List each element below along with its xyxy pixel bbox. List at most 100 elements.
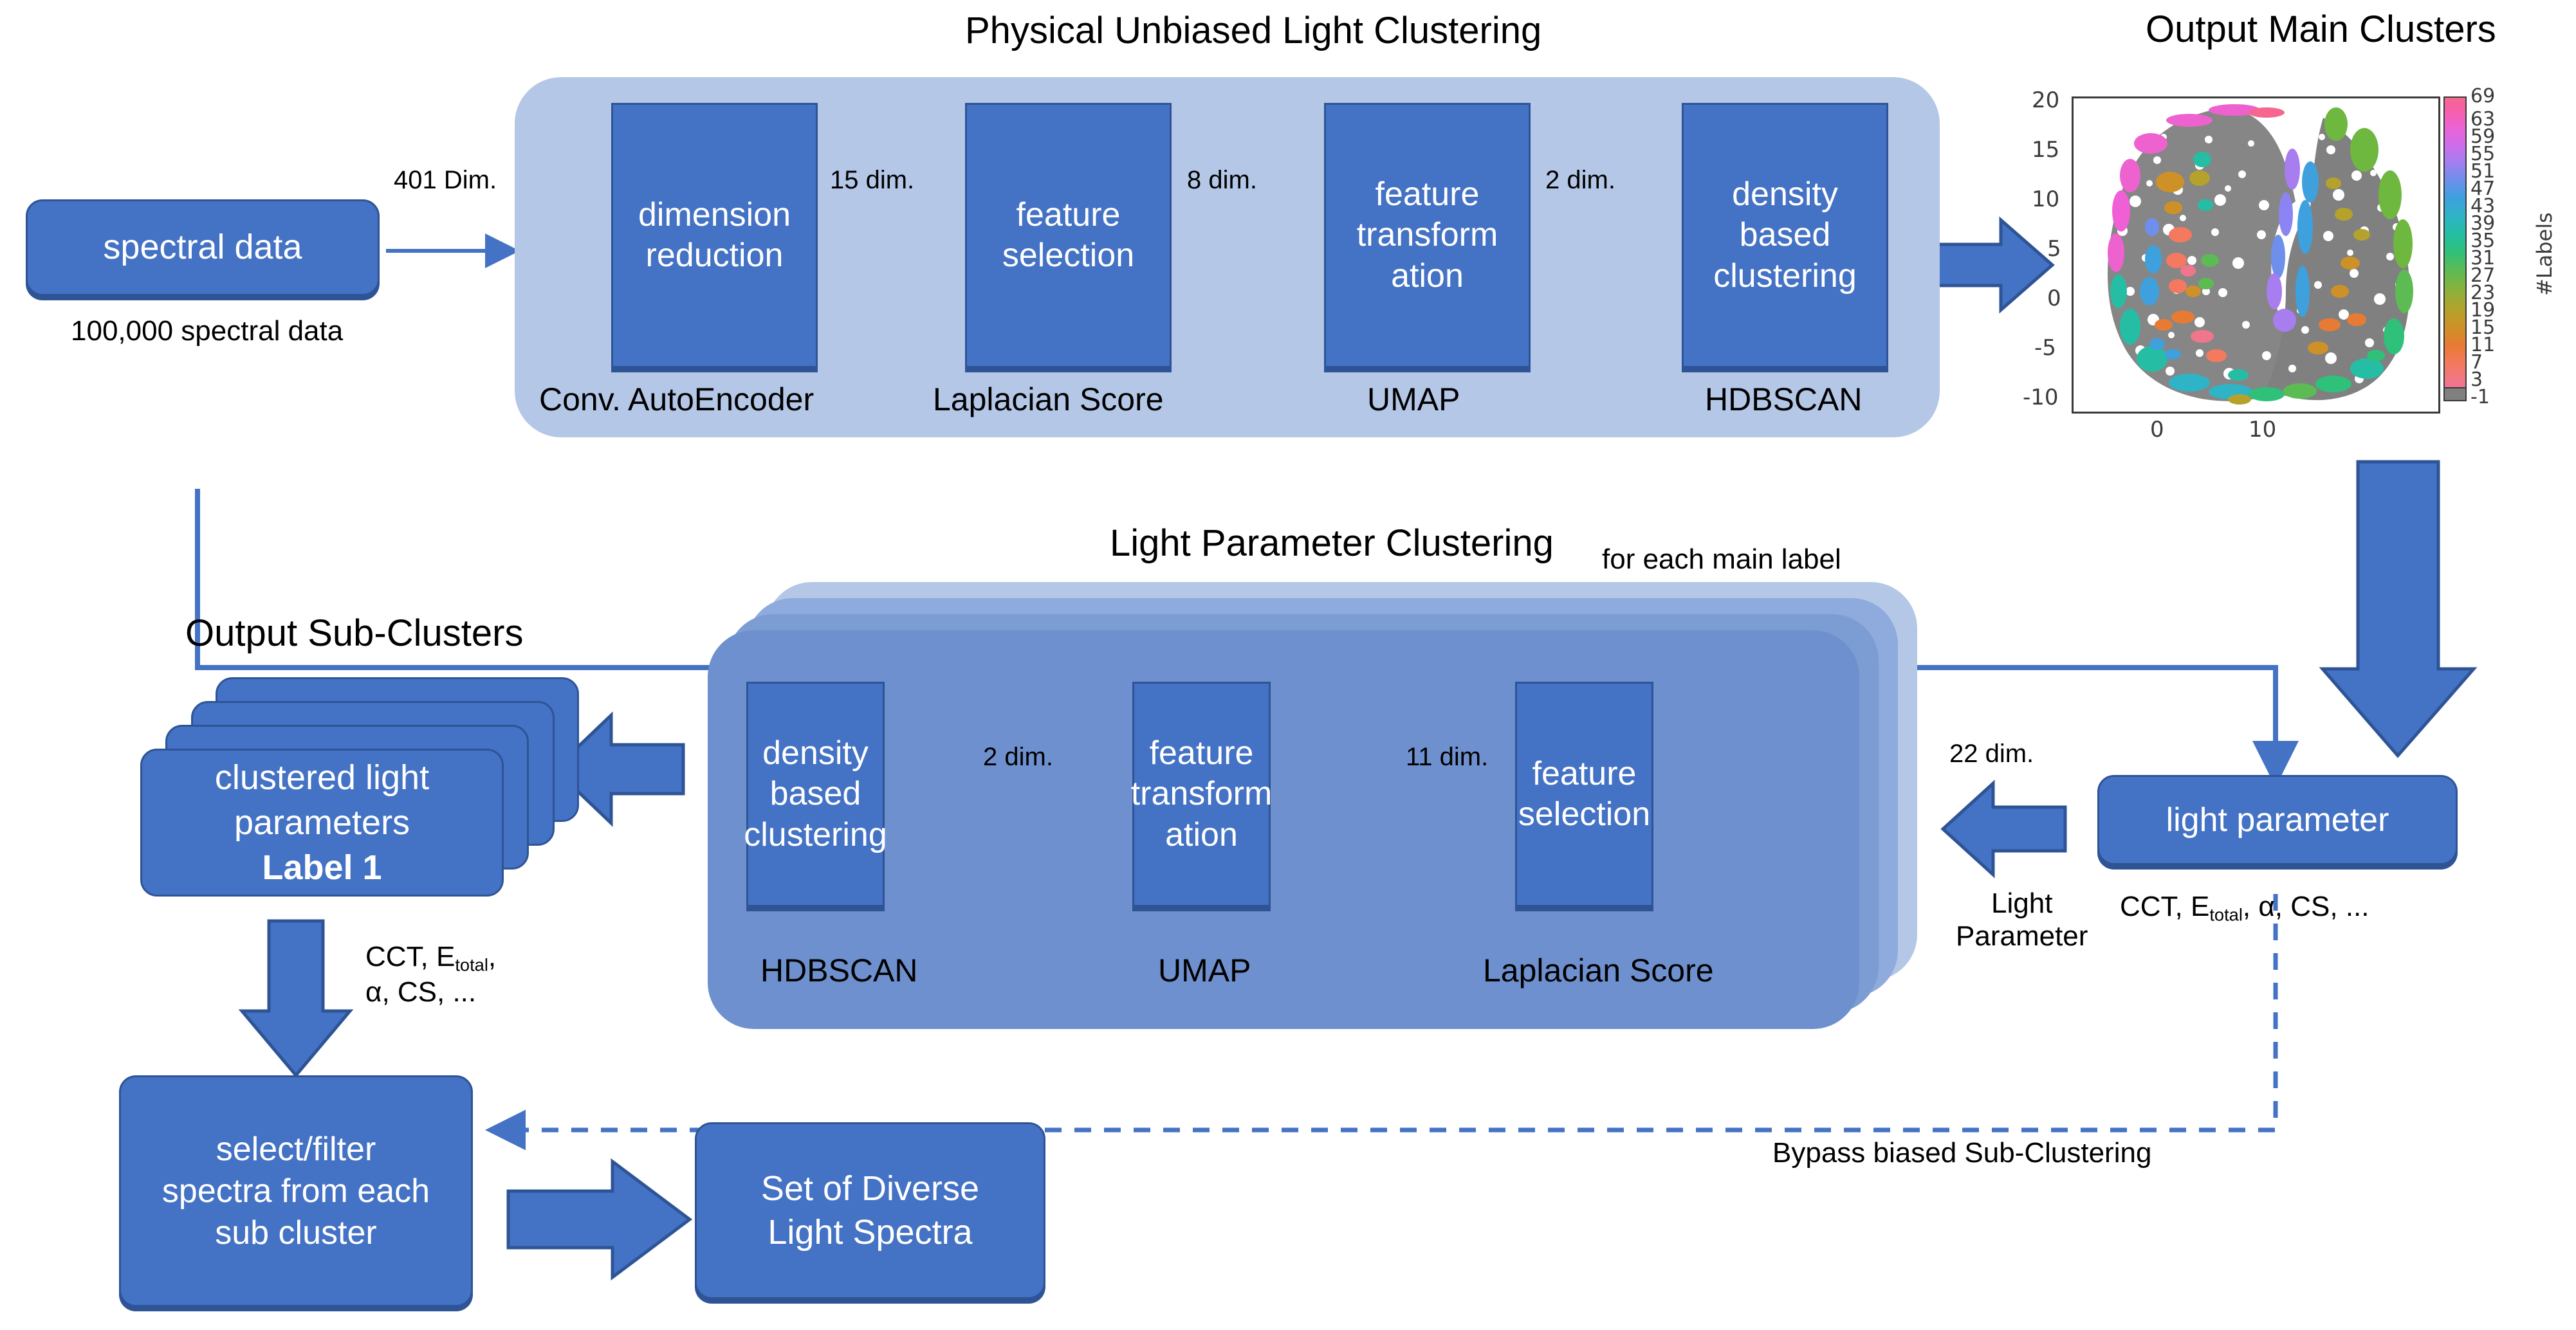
- cb-tick-3: 3: [2470, 369, 2483, 391]
- cb-tick-59: 59: [2470, 125, 2496, 148]
- params-pre: CCT, E: [365, 941, 455, 972]
- stage-label-hdbscan-top: HDBSCAN: [1705, 381, 1863, 417]
- process-box-density-clustering-mid[interactable]: density based clustering: [744, 682, 887, 907]
- cb-tick-43: 43: [2470, 195, 2496, 217]
- select-filter-box[interactable]: select/filter spectra from each sub clus…: [119, 1075, 473, 1307]
- params-sub: total: [455, 954, 488, 975]
- x-tick-10: 10: [2249, 417, 2277, 442]
- cb-tick-63: 63: [2470, 108, 2496, 131]
- params-line-1: CCT, Etotal,: [365, 940, 496, 976]
- section-title-output-sub-clusters: Output Sub-Clusters: [185, 612, 524, 654]
- proc-line-1: density: [1732, 175, 1838, 213]
- sub-cluster-card-front[interactable]: clustered light parameters Label 1: [140, 749, 504, 897]
- chart-title: Output Main Clusters: [2146, 8, 2496, 50]
- cluster-blobs: [2108, 104, 2413, 405]
- cb-tick-31: 31: [2470, 247, 2496, 269]
- y-tick-15: 15: [2032, 137, 2060, 163]
- sub-cluster-line-1: clustered light: [214, 758, 430, 797]
- edge-label-2dim-top: 2 dim.: [1545, 166, 1615, 194]
- block-arrow-select-to-result: [506, 1158, 693, 1280]
- light-parameter-box[interactable]: light parameter: [2097, 775, 2458, 865]
- block-arrow-22dim: [1940, 779, 2067, 879]
- proc-line-1: feature: [1149, 734, 1254, 772]
- cb-tick-47: 47: [2470, 178, 2496, 200]
- spectral-data-caption: 100,000 spectral data: [71, 315, 344, 347]
- section-title-physical-unbiased: Physical Unbiased Light Clustering: [965, 10, 1542, 51]
- output-main-clusters-chart: Output Main Clusters 20 15 10 5 0 -5 -10: [2023, 0, 2576, 450]
- proc-line-2: reduction: [645, 237, 784, 274]
- edge-label-15dim: 15 dim.: [830, 166, 915, 194]
- block-arrow-chart-down: [2319, 460, 2478, 758]
- for-each-main-label-note: for each main label: [1602, 543, 1841, 575]
- edge-label-8dim: 8 dim.: [1187, 166, 1257, 194]
- params-line-2: α, CS, ...: [365, 976, 477, 1008]
- proc-line-2: transform: [1356, 216, 1498, 254]
- stage-label-hdbscan-mid: HDBSCAN: [760, 952, 918, 988]
- bypass-label: Bypass biased Sub-Clustering: [1772, 1137, 2152, 1169]
- proc-line-3: clustering: [1713, 257, 1857, 295]
- edge-label-22dim: 22 dim.: [1949, 740, 2034, 768]
- select-filter-line-3: sub cluster: [215, 1214, 377, 1252]
- select-filter-line-2: spectra from each: [161, 1172, 430, 1210]
- light-parameter-label: light parameter: [2166, 801, 2389, 839]
- cb-tick-19: 19: [2470, 299, 2496, 322]
- lp-caption-post: , α, CS, ...: [2242, 891, 2369, 922]
- y-tick-0: 0: [2047, 286, 2061, 311]
- proc-line-3: ation: [1165, 815, 1238, 853]
- stage-label-laplacian-score-mid: Laplacian Score: [1483, 952, 1714, 988]
- colorbar-gradient: [2443, 96, 2467, 401]
- process-box-feature-transformation-top[interactable]: feature transform ation: [1324, 103, 1531, 368]
- block-arrow-stack-down: [238, 919, 354, 1078]
- params-post: ,: [488, 941, 497, 972]
- edge-label-11dim: 11 dim.: [1406, 743, 1489, 771]
- proc-line-2: transform: [1130, 775, 1273, 813]
- process-box-feature-transformation-mid[interactable]: feature transform ation: [1130, 682, 1273, 907]
- process-box-dimension-reduction[interactable]: dimension reduction: [611, 103, 818, 368]
- y-tick-10: 10: [2032, 187, 2060, 212]
- cb-tick-7: 7: [2470, 351, 2483, 374]
- select-filter-line-1: select/filter: [216, 1130, 376, 1168]
- scatter-plot-area: [2072, 96, 2440, 414]
- x-tick-0: 0: [2150, 417, 2164, 442]
- proc-line-1: feature: [1375, 175, 1480, 213]
- proc-line-1: density: [762, 734, 869, 772]
- lp-caption-sub: total: [2209, 904, 2243, 925]
- proc-line-1: feature: [1532, 754, 1637, 792]
- result-line-2: Light Spectra: [768, 1212, 973, 1252]
- proc-line-2: selection: [1002, 237, 1135, 274]
- colorbar-noise-swatch: [2443, 387, 2467, 401]
- stage-label-conv-autoencoder: Conv. AutoEncoder: [539, 381, 814, 417]
- proc-line-2: based: [769, 775, 861, 813]
- cb-tick-51: 51: [2470, 160, 2496, 183]
- cb-tick-39: 39: [2470, 212, 2496, 235]
- proc-line-3: clustering: [744, 815, 887, 853]
- spectral-data-label: spectral data: [103, 228, 302, 267]
- cb-tick-35: 35: [2470, 230, 2496, 252]
- proc-line-1: feature: [1016, 196, 1121, 233]
- process-box-density-clustering-top[interactable]: density based clustering: [1682, 103, 1888, 368]
- cb-tick-69: 69: [2470, 85, 2496, 107]
- edge-sub-label-light-parameter: Light Parameter: [1956, 888, 2088, 952]
- edge-sub-line-2: Parameter: [1956, 920, 2088, 952]
- proc-line-2: selection: [1518, 796, 1651, 833]
- y-tick-20: 20: [2032, 87, 2060, 113]
- process-box-feature-selection-top[interactable]: feature selection: [965, 103, 1172, 368]
- set-of-diverse-light-spectra-box[interactable]: Set of Diverse Light Spectra: [695, 1122, 1045, 1299]
- cb-tick-m1: -1: [2470, 386, 2490, 408]
- stage-label-umap-mid: UMAP: [1158, 952, 1251, 988]
- light-param-panel-layer1: [708, 630, 1859, 1029]
- edge-label-401dim: 401 Dim.: [394, 166, 497, 194]
- sub-cluster-label-1: Label 1: [262, 848, 382, 888]
- cb-tick-27: 27: [2470, 264, 2496, 287]
- edge-label-2dim-mid: 2 dim.: [983, 743, 1053, 771]
- y-tick-m5: -5: [2034, 335, 2056, 361]
- light-parameter-caption: CCT, Etotal, α, CS, ...: [2120, 891, 2369, 925]
- spectral-data-box[interactable]: spectral data: [26, 199, 380, 296]
- result-line-1: Set of Diverse: [760, 1169, 980, 1208]
- sub-cluster-line-2: parameters: [234, 803, 410, 842]
- process-box-feature-selection-mid[interactable]: feature selection: [1515, 682, 1653, 907]
- lp-caption-pre: CCT, E: [2120, 891, 2210, 922]
- cb-tick-23: 23: [2470, 282, 2496, 304]
- proc-line-2: based: [1739, 216, 1831, 254]
